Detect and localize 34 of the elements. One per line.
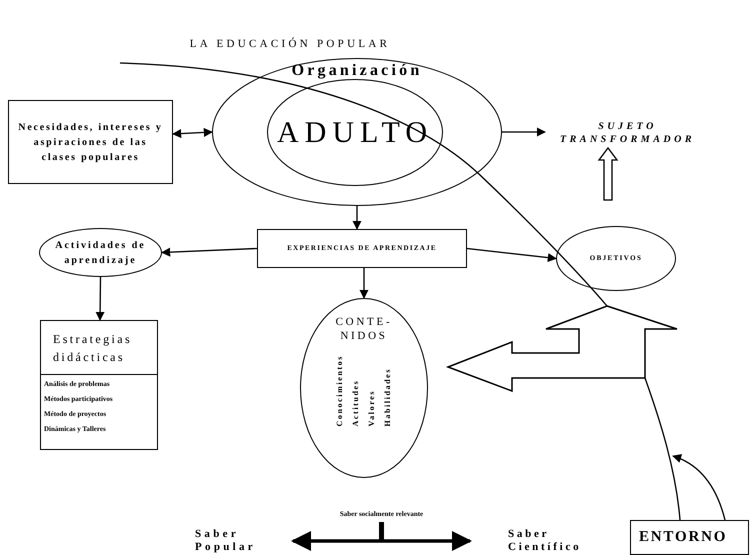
arrow	[291, 531, 472, 551]
ellipse-node	[300, 298, 428, 478]
process-box	[40, 320, 158, 450]
node-label: ADULTO	[276, 116, 433, 148]
arrow	[96, 277, 105, 321]
node-label: ENTORNO	[639, 528, 728, 548]
vertical-label: Conocimientos	[335, 355, 345, 426]
node-heading: Estrategias didácticas	[53, 330, 134, 366]
diagram-title: LA EDUCACIÓN POPULAR	[188, 36, 392, 52]
label-text: Saber Científico	[470, 528, 585, 554]
ellipse-node	[39, 228, 162, 277]
hollow-arrow	[598, 146, 618, 201]
ellipse-node	[556, 226, 676, 291]
arrow	[359, 268, 369, 299]
process-box	[257, 229, 467, 268]
arrow	[466, 248, 557, 262]
arrow	[172, 128, 213, 138]
label-text: SUJETO TRANSFORMADOR	[545, 120, 710, 148]
arrow	[161, 248, 258, 257]
node-label: Necesidades, intereses y aspiraciones de las clases populares	[17, 120, 164, 164]
vertical-label: Actitudes	[351, 378, 361, 426]
node-heading: CONTE- NIDOS	[334, 315, 394, 343]
process-box	[8, 100, 173, 184]
label-text: Saber Popular	[195, 528, 293, 554]
arrow	[352, 206, 362, 230]
arrow	[672, 454, 726, 520]
node-label: Actividades de aprendizaje	[54, 238, 147, 268]
vertical-label: Valores	[367, 388, 377, 426]
ellipse-title: Organización	[290, 62, 424, 80]
process-box	[630, 520, 749, 555]
inner-ellipse	[267, 79, 443, 186]
arrow	[502, 127, 546, 137]
vertical-label: Habilidades	[383, 366, 393, 426]
outer-ellipse	[212, 58, 502, 206]
